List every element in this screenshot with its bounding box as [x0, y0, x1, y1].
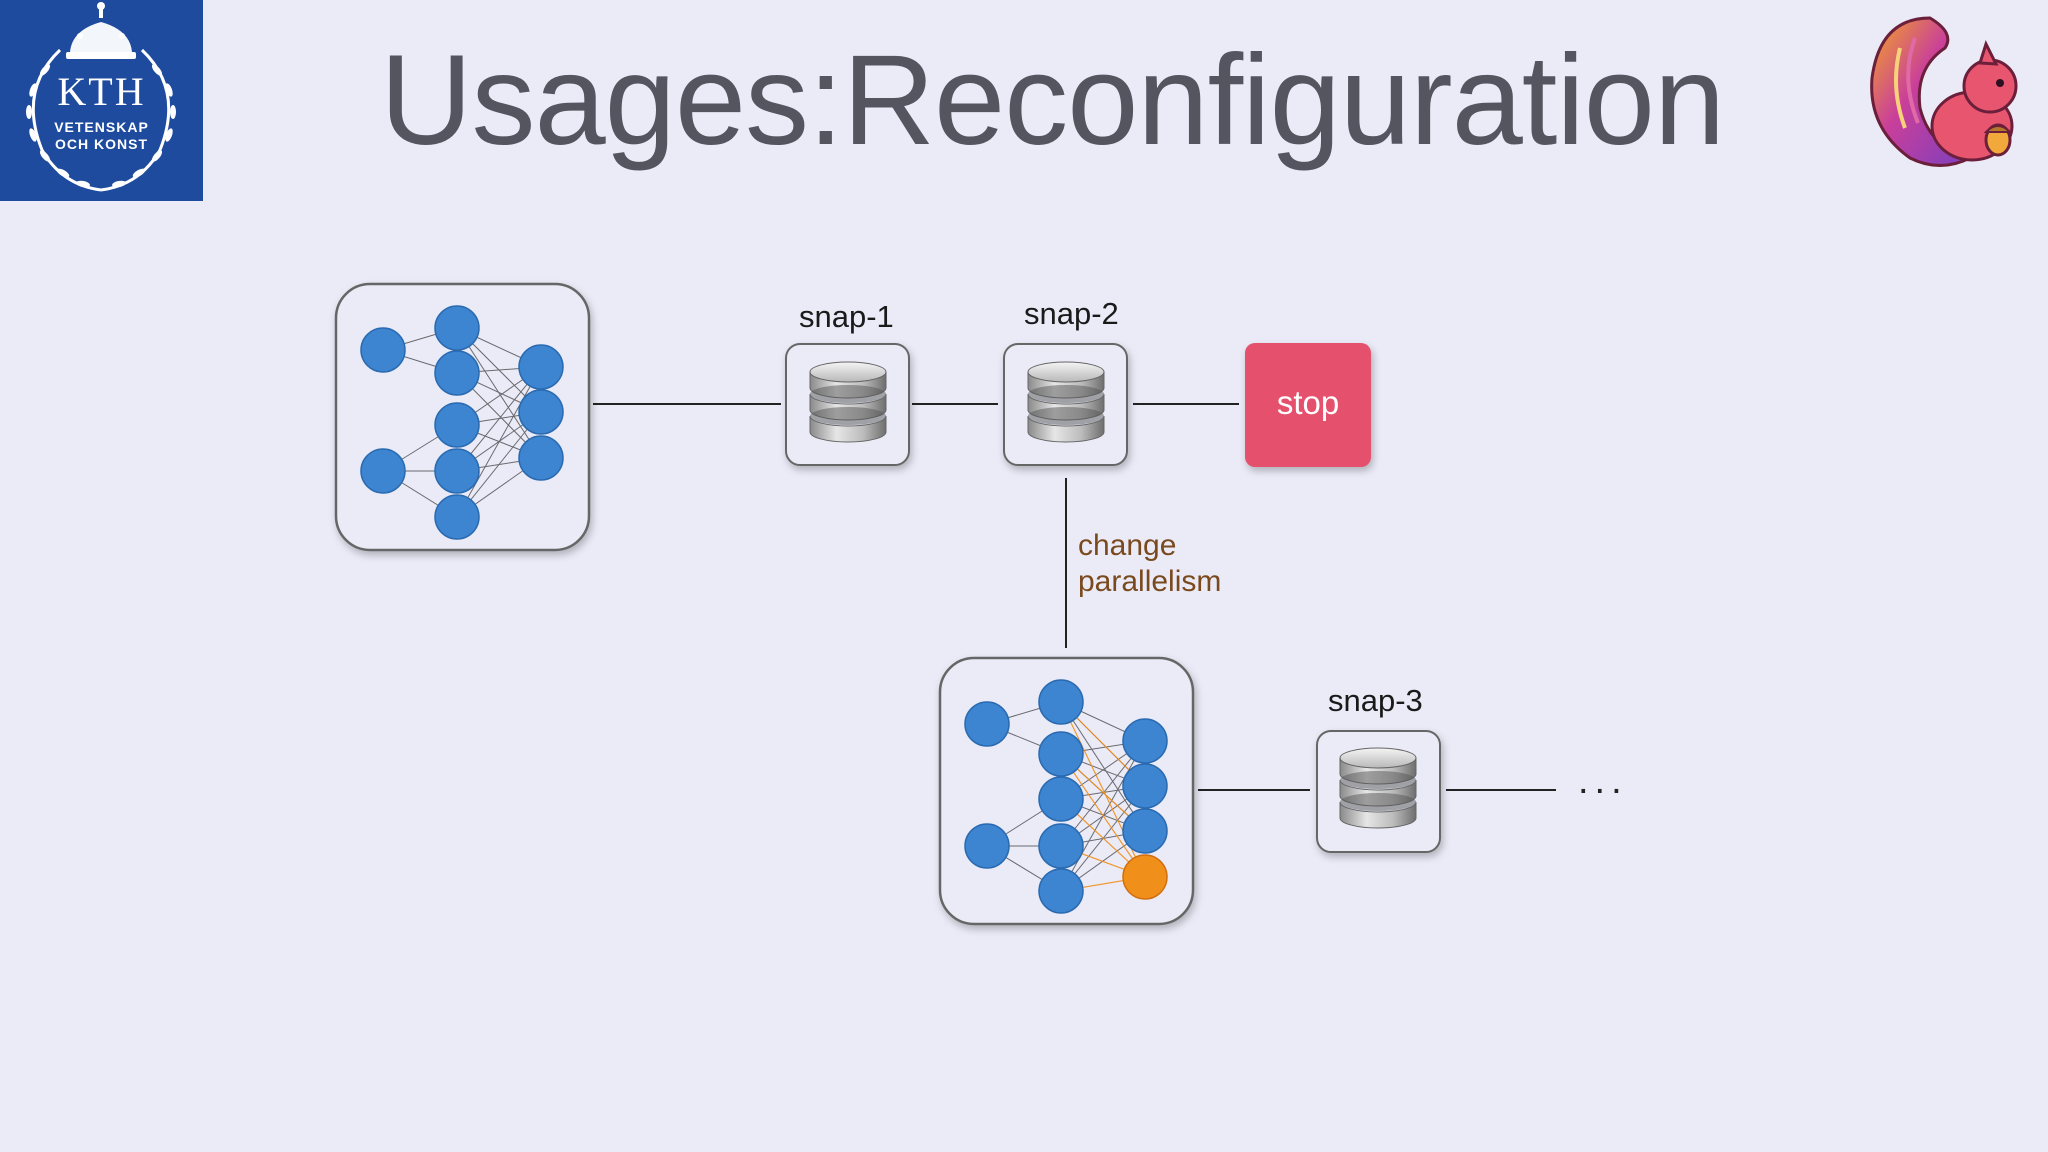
node: [1038, 868, 1084, 914]
node: [518, 344, 564, 390]
node: [434, 448, 480, 494]
node: [434, 305, 480, 351]
snap-3-label: snap-3: [1328, 683, 1423, 718]
stop-box: stop: [1245, 343, 1371, 467]
transition-label-line-1: change: [1078, 529, 1177, 562]
database-icon: [809, 361, 887, 443]
node: [360, 448, 406, 494]
new-node: [1122, 854, 1168, 900]
continuation-ellipsis: ...: [1578, 760, 1628, 802]
node: [1122, 718, 1168, 764]
node: [1038, 776, 1084, 822]
kth-logo: KTH VETENSKAP OCH KONST: [0, 0, 203, 201]
snap-2-label: snap-2: [1024, 296, 1119, 331]
snap-1-label: snap-1: [799, 299, 894, 334]
snapshot-3: [1316, 730, 1441, 853]
node: [964, 701, 1010, 747]
node: [964, 823, 1010, 869]
job-graph-rescaled: [938, 656, 1195, 926]
snapshot-2: [1003, 343, 1128, 466]
kth-name: KTH: [57, 69, 146, 114]
transition-label-line-2: parallelism: [1078, 565, 1222, 598]
stop-label: stop: [1276, 384, 1340, 421]
node: [1038, 731, 1084, 777]
job-graph-original: [334, 282, 591, 552]
database-icon: [1339, 747, 1417, 829]
node: [434, 494, 480, 540]
database-icon: [1027, 361, 1105, 443]
squirrel-icon: [1870, 16, 2018, 167]
node: [434, 350, 480, 396]
slide-title: Usages:Reconfiguration: [380, 29, 1725, 172]
crown-wreath-icon: [26, 2, 176, 192]
kth-motto-line-2: OCH KONST: [55, 136, 148, 152]
connector-lines: [593, 403, 1556, 791]
node: [360, 327, 406, 373]
kth-motto-line-1: VETENSKAP: [54, 119, 149, 135]
node: [518, 389, 564, 435]
node: [1038, 679, 1084, 725]
node: [1122, 763, 1168, 809]
node: [434, 402, 480, 448]
snapshot-1: [785, 343, 910, 466]
node: [1122, 808, 1168, 854]
node: [518, 435, 564, 481]
node: [1038, 823, 1084, 869]
